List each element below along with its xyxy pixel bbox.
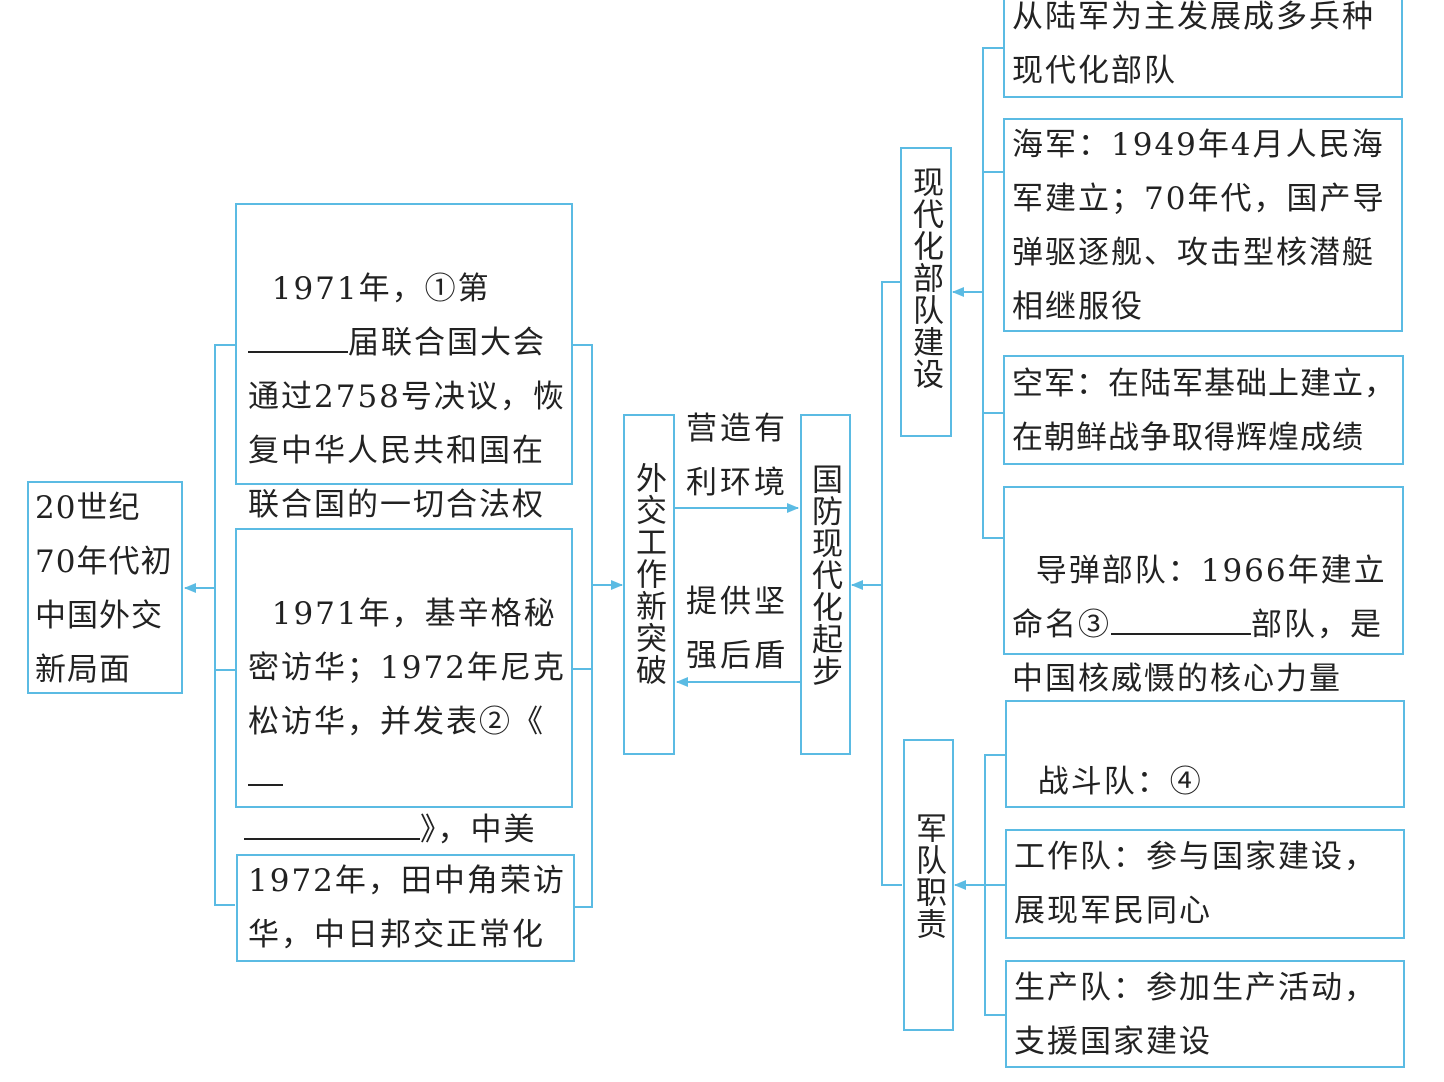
mod-item-missile-part-a: 导弹部队：1966年建立命名③ <box>1012 553 1387 643</box>
duty-item-combat-part-a: 战斗队：④ <box>1037 764 1203 800</box>
event-un-seat <box>235 203 573 485</box>
link-create-env: 营造有利环境 <box>686 411 788 501</box>
event-sino-us-part-a: 1971年，基辛格秘密访华；1972年尼克松访华，并发表②《 <box>248 596 566 740</box>
duties-label: 军队职责 <box>910 812 946 940</box>
blank-1 <box>248 320 348 353</box>
mod-item-navy <box>1003 118 1403 332</box>
diplomacy-node <box>623 414 675 755</box>
mod-item-army <box>1003 0 1403 98</box>
duty-item-production <box>1005 960 1405 1068</box>
diplomacy-label: 外交工作新突破 <box>630 462 666 686</box>
bracket-events-right <box>573 344 593 908</box>
event-sino-us <box>235 528 573 808</box>
blank-3 <box>1111 602 1251 635</box>
duty-item-production-text: 生产队：参加生产活动，支援国家建设 <box>1014 970 1377 1060</box>
event-sino-japan-text: 1972年，田中角荣访华，中日邦交正常化 <box>248 863 566 953</box>
event-sino-japan <box>236 854 575 962</box>
duties-node <box>903 739 954 1031</box>
defense-label: 国防现代化起步 <box>806 463 842 687</box>
root-node <box>27 481 183 694</box>
duty-item-work <box>1005 829 1405 939</box>
link-backing: 提供坚强后盾 <box>686 584 788 674</box>
defense-node <box>800 414 851 755</box>
mod-item-navy-text: 海军：1949年4月人民海军建立；70年代，国产导弹驱逐舰、攻击型核潜艇相继服役 <box>1012 127 1386 325</box>
bracket-events-left <box>214 344 235 906</box>
mod-item-airforce-text: 空军：在陆军基础上建立，在朝鲜战争取得辉煌成绩 <box>1012 366 1396 456</box>
event-un-seat-part-b: 届联合国大会通过2758号决议，恢复中华人民共和国在联合国的一切合法权利 <box>248 325 566 577</box>
bracket-defense <box>881 281 902 886</box>
mod-item-missile <box>1003 486 1404 655</box>
duty-item-work-text: 工作队：参与国家建设，展现军民同心 <box>1014 839 1377 929</box>
mod-item-missile-part-b: 部队，是中国核威慑的核心力量 <box>1012 607 1383 697</box>
event-un-seat-part-a: 1971年，①第 <box>271 271 491 307</box>
bracket-modernization <box>982 47 1003 539</box>
modernization-node <box>900 147 952 437</box>
modernization-label: 现代化部队建设 <box>907 166 943 390</box>
bracket-duties <box>984 754 1005 1016</box>
blank-2 <box>248 753 283 786</box>
duty-item-combat <box>1005 700 1405 808</box>
root-label: 20世纪70年代初中国外交新局面 <box>35 490 173 688</box>
blank-2-cont <box>244 807 420 840</box>
mod-item-airforce <box>1003 355 1404 465</box>
event-un-seat-text: 1971年，①第届联合国大会通过2758号决议，恢复中华人民共和国在联合国的一切… <box>248 208 568 586</box>
mod-item-army-text: 从陆军为主发展成多兵种现代化部队 <box>1012 0 1375 89</box>
